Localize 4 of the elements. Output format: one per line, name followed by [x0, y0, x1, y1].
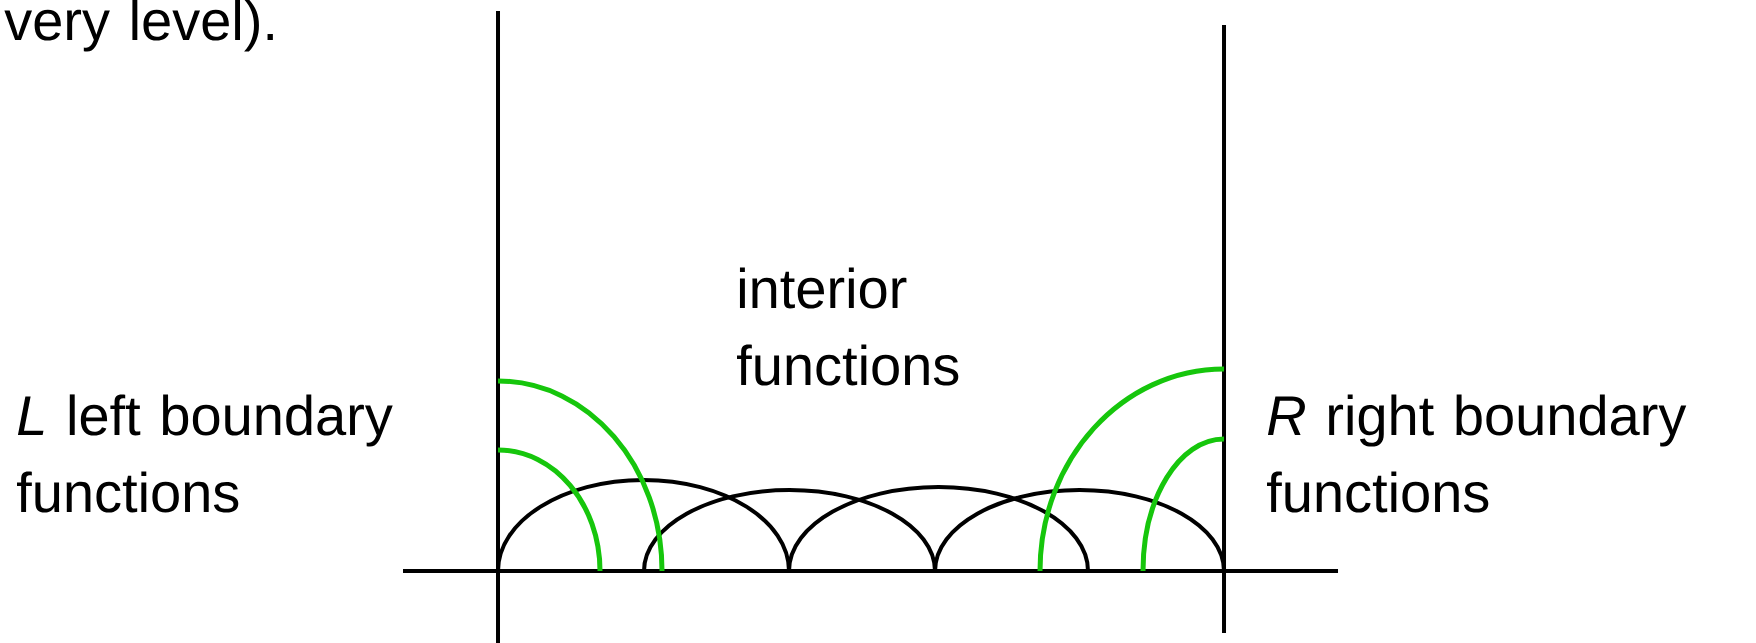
label: R right boundary functions — [1267, 394, 1687, 513]
label: L left boundary functions — [17, 394, 393, 513]
label: very level). — [4, 0, 273, 52]
label: interior functions — [737, 267, 959, 386]
